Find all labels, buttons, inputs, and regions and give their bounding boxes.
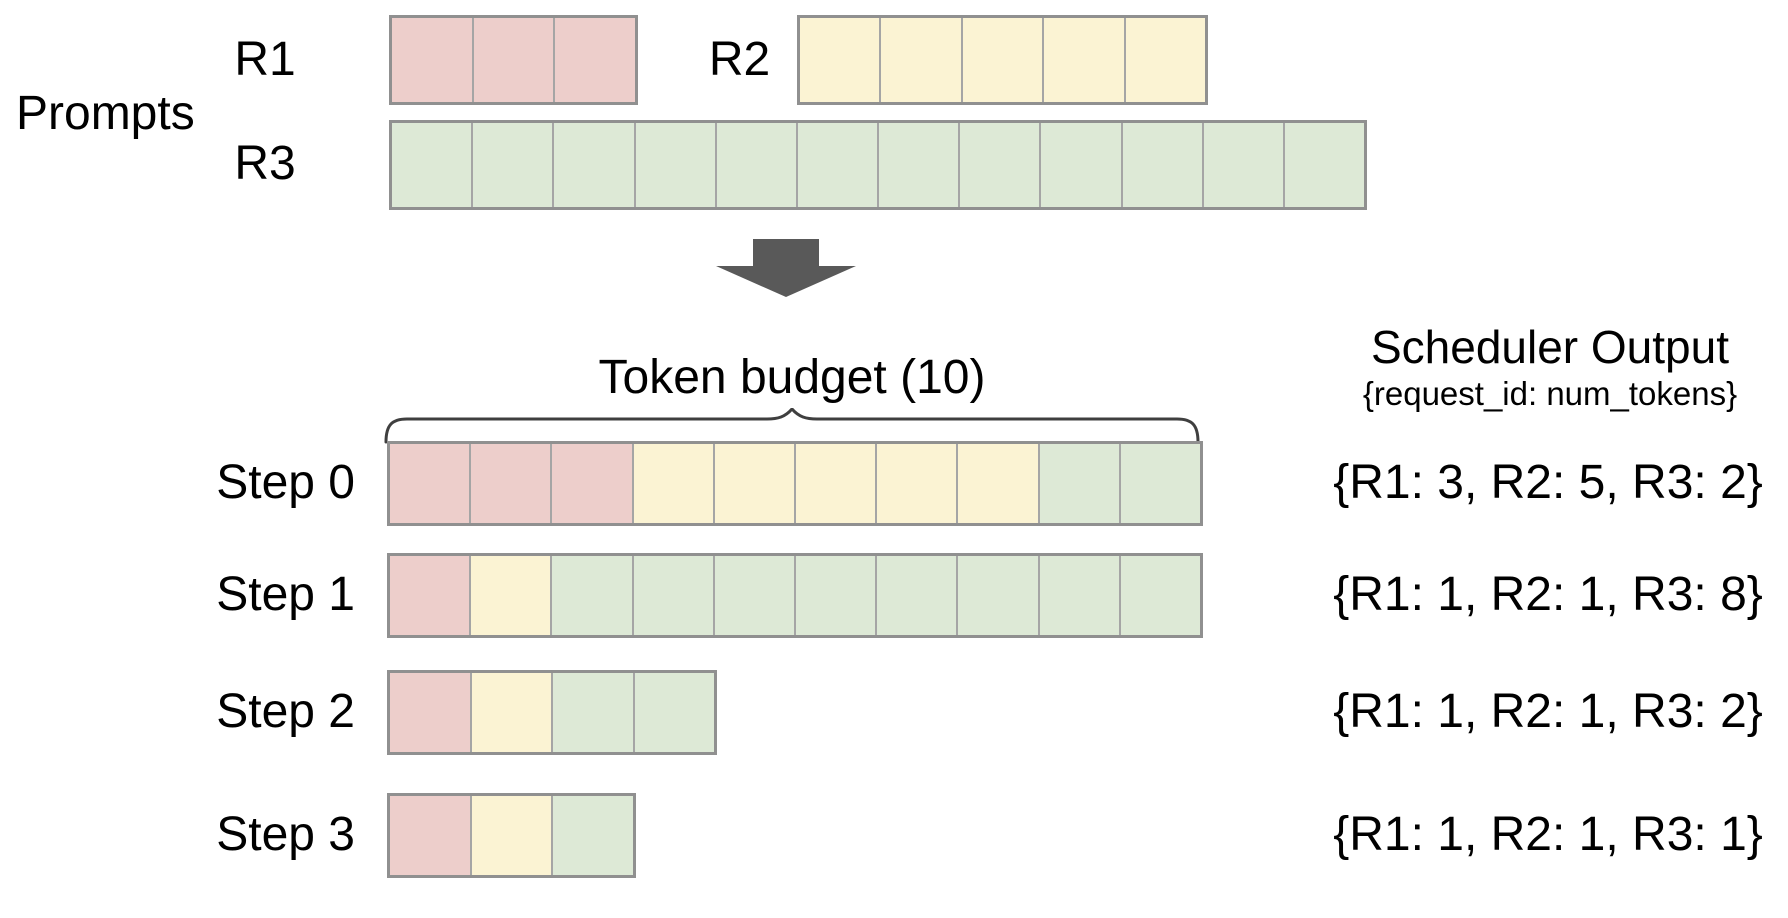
token-cell-r3 [1041, 123, 1123, 207]
token-cell-r3 [552, 556, 634, 635]
step-1-token-row [387, 553, 1203, 638]
token-cell-r3 [553, 796, 634, 875]
request-r1-label: R1 [234, 33, 296, 86]
token-cell-r3 [635, 123, 717, 207]
step-0-output: {R1: 3, R2: 5, R3: 2} [1333, 456, 1763, 510]
token-cell-r3 [1284, 123, 1365, 207]
token-cell-r1 [390, 444, 472, 523]
token-cell-r2 [471, 796, 554, 875]
token-cell-r3 [714, 556, 797, 635]
token-cell-r3 [960, 123, 1042, 207]
token-cell-r3 [1039, 556, 1121, 635]
prompt-token-row-r3 [389, 120, 1367, 210]
token-cell-r2 [714, 444, 797, 523]
token-cell-r2 [877, 444, 959, 523]
token-cell-r3 [553, 673, 635, 752]
token-cell-r3 [797, 123, 880, 207]
scheduler-output-title: Scheduler Output [1370, 321, 1729, 373]
token-cell-r1 [552, 444, 634, 523]
request-r3-label: R3 [234, 137, 296, 190]
step-2-token-row [387, 670, 717, 755]
token-cell-r3 [1120, 556, 1201, 635]
token-cell-r3 [392, 123, 474, 207]
token-cell-r3 [1120, 444, 1201, 523]
token-cell-r1 [390, 556, 472, 635]
token-cell-r2 [796, 444, 878, 523]
token-cell-r3 [879, 123, 961, 207]
token-budget-label: Token budget (10) [598, 351, 986, 404]
prompt-token-row-r1 [389, 15, 638, 105]
scheduler-output-subtitle: {request_id: num_tokens} [1362, 375, 1738, 412]
token-cell-r3 [473, 123, 555, 207]
token-cell-r3 [796, 556, 878, 635]
step-2-output: {R1: 1, R2: 1, R3: 2} [1333, 685, 1763, 739]
prompt-token-row-r2 [797, 15, 1208, 105]
step-0-token-row [387, 441, 1203, 526]
token-cell-r3 [877, 556, 959, 635]
token-cell-r3 [716, 123, 798, 207]
token-cell-r3 [634, 673, 714, 752]
step-1-label: Step 1 [216, 568, 355, 622]
token-cell-r2 [471, 556, 553, 635]
token-cell-r2 [1044, 18, 1126, 102]
token-cell-r2 [1125, 18, 1206, 102]
step-1-output: {R1: 1, R2: 1, R3: 8} [1333, 568, 1763, 622]
step-3-label: Step 3 [216, 808, 355, 862]
token-budget-brace [384, 408, 1200, 444]
token-cell-r3 [554, 123, 636, 207]
token-cell-r1 [392, 18, 474, 102]
token-cell-r1 [473, 18, 556, 102]
token-cell-r1 [555, 18, 636, 102]
token-cell-r3 [1039, 444, 1121, 523]
token-cell-r2 [800, 18, 882, 102]
step-3-output: {R1: 1, R2: 1, R3: 1} [1333, 808, 1763, 862]
token-cell-r1 [390, 673, 472, 752]
token-cell-r2 [958, 444, 1040, 523]
step-2-label: Step 2 [216, 685, 355, 739]
token-cell-r2 [962, 18, 1045, 102]
token-cell-r3 [958, 556, 1040, 635]
down-arrow-icon [716, 239, 856, 297]
prompts-section-label: Prompts [16, 87, 195, 140]
token-cell-r3 [1122, 123, 1204, 207]
token-cell-r2 [633, 444, 715, 523]
token-cell-r3 [1203, 123, 1285, 207]
token-cell-r1 [390, 796, 472, 875]
request-r2-label: R2 [708, 33, 771, 86]
step-3-token-row [387, 793, 636, 878]
token-cell-r1 [471, 444, 553, 523]
step-0-label: Step 0 [216, 456, 355, 510]
token-cell-r2 [881, 18, 963, 102]
token-cell-r3 [633, 556, 715, 635]
token-cell-r2 [471, 673, 553, 752]
